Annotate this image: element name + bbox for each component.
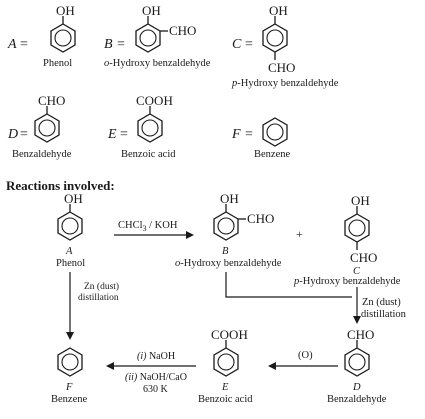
zn-dust-right-line1: Zn (dust)	[362, 297, 401, 308]
def-a-letter: A	[7, 37, 17, 52]
scheme-para-ring	[344, 206, 370, 250]
def-d-cho-label: CHO	[38, 93, 65, 108]
scheme-benzaldehyde-ring	[344, 340, 370, 377]
scheme-ortho-oh-label: OH	[220, 191, 239, 206]
scheme-para-letter: C	[353, 266, 361, 277]
scheme-ortho-cho-label: CHO	[247, 211, 274, 226]
def-f-benzene-ring	[262, 117, 288, 147]
scheme-benzoic-name: Benzoic acid	[198, 394, 253, 405]
def-f-name: Benzene	[254, 149, 290, 160]
def-b-equals: =	[117, 37, 125, 52]
def-b-benzene-ring	[135, 16, 168, 53]
scheme-benzaldehyde-cho-label: CHO	[347, 327, 374, 342]
arrow-phenol-to-benzene	[66, 272, 74, 340]
def-f-equals: =	[245, 127, 253, 142]
scheme-ortho-name: o-Hydroxy benzaldehyde	[175, 258, 282, 269]
def-b-cho-label: CHO	[169, 23, 196, 38]
def-c-letter: C	[232, 37, 242, 52]
def-d-name: Benzaldehyde	[12, 149, 72, 160]
arrow-chloroform-reaction	[114, 231, 194, 239]
scheme-benzoic-ring	[213, 340, 239, 377]
def-a-equals: =	[20, 37, 28, 52]
def-d-equals: =	[20, 127, 28, 142]
def-f-letter: F	[231, 127, 241, 142]
scheme-phenol-oh-label: OH	[64, 191, 83, 206]
scheme-benzaldehyde: CHO D Benzaldehyde	[327, 327, 387, 405]
scheme-ortho-product: OH CHO B o-Hydroxy benzaldehyde	[175, 191, 282, 269]
connector-b-c-to-d	[225, 272, 361, 324]
scheme-benzoic-letter: E	[221, 382, 229, 393]
def-d-benzene-ring	[34, 106, 60, 143]
scheme-benzoic-cooh-label: COOH	[211, 327, 248, 342]
reactions-heading: Reactions involved:	[6, 178, 115, 193]
reagent-naoh: (i) NaOH	[137, 351, 175, 362]
def-e-name: Benzoic acid	[121, 149, 176, 160]
definition-e: E = COOH Benzoic acid	[107, 93, 176, 160]
zn-dust-left-line2: distillation	[78, 293, 119, 303]
scheme-benzene-ring	[57, 347, 83, 377]
def-c-oh-label: OH	[269, 3, 288, 18]
scheme-benzaldehyde-letter: D	[352, 382, 361, 393]
def-c-cho-label: CHO	[268, 60, 295, 75]
zn-dust-left-line1: Zn (dust)	[84, 281, 119, 292]
scheme-ortho-ring	[213, 204, 246, 241]
def-a-oh-label: OH	[56, 3, 75, 18]
def-a-benzene-ring	[50, 16, 76, 53]
def-a-name: Phenol	[43, 58, 72, 69]
def-d-letter: D	[7, 127, 18, 142]
def-c-equals: =	[245, 37, 253, 52]
scheme-phenol: OH A Phenol	[56, 191, 85, 269]
def-b-name: o-Hydroxy benzaldehyde	[104, 58, 211, 69]
reagent-naoh-cao: (ii) NaOH/CaO	[125, 372, 187, 383]
definition-f: F = Benzene	[231, 117, 290, 160]
def-e-benzene-ring	[137, 106, 163, 143]
def-e-equals: =	[120, 127, 128, 142]
def-c-benzene-ring	[262, 16, 288, 60]
scheme-benzene-name: Benzene	[51, 394, 87, 405]
def-c-name: p-Hydroxy benzaldehyde	[231, 78, 339, 89]
scheme-para-name: p-Hydroxy benzaldehyde	[293, 276, 401, 287]
def-b-letter: B	[104, 37, 113, 52]
arrow-decarboxylation	[106, 362, 196, 370]
definition-a: A = OH Phenol	[7, 3, 76, 69]
plus-sign: +	[296, 227, 303, 241]
scheme-phenol-ring	[57, 204, 83, 241]
scheme-benzoic-acid: COOH E Benzoic acid	[198, 327, 253, 405]
scheme-para-oh-label: OH	[351, 193, 370, 208]
scheme-phenol-name: Phenol	[56, 258, 85, 269]
def-e-letter: E	[107, 127, 117, 142]
scheme-phenol-letter: A	[65, 246, 73, 257]
scheme-para-cho-label: CHO	[350, 250, 377, 265]
scheme-ortho-letter: B	[222, 246, 229, 257]
definition-b: B = OH CHO o-Hydroxy benzaldehyde	[104, 3, 211, 69]
reagent-temperature: 630 K	[143, 384, 169, 395]
reagent-oxidation: (O)	[298, 350, 313, 361]
def-b-oh-label: OH	[142, 3, 161, 18]
scheme-benzene: F Benzene	[51, 347, 87, 405]
scheme-benzaldehyde-name: Benzaldehyde	[327, 394, 387, 405]
scheme-benzene-letter: F	[65, 382, 73, 393]
zn-dust-right-line2: distillation	[361, 309, 407, 320]
definition-d: D = CHO Benzaldehyde	[7, 93, 72, 160]
reagent-chcl3-koh: CHCl3 / KOH	[118, 220, 178, 233]
definition-c: C = OH CHO p-Hydroxy benzaldehyde	[231, 3, 339, 89]
scheme-para-product: OH CHO C p-Hydroxy benzaldehyde	[293, 193, 401, 287]
arrow-oxidation	[268, 362, 338, 370]
def-e-cooh-label: COOH	[136, 93, 173, 108]
